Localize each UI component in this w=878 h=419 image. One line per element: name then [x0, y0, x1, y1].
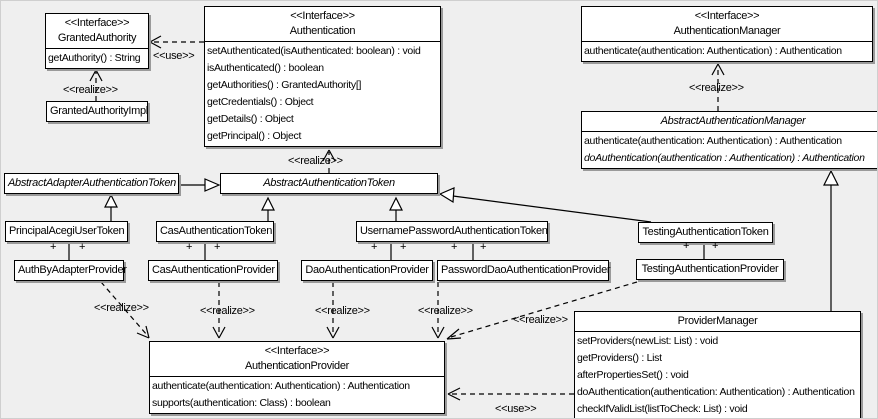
class-name: ProviderManager [677, 315, 758, 327]
association-plus: + [79, 241, 86, 253]
class-name: UsernamePasswordAuthenticationToken [360, 225, 548, 237]
class-name: Authentication [289, 25, 356, 37]
realize-label: <<realize>> [513, 314, 568, 326]
realize-label: <<realize>> [200, 305, 255, 317]
class-name: PasswordDaoAuthenticationProvider [441, 264, 611, 276]
association-plus: + [214, 241, 221, 253]
realize-label: <<realize>> [94, 302, 149, 314]
class-authentication[interactable]: <<Interface>> Authentication setAuthenti… [204, 6, 441, 147]
realize-edge-grantedauthorityimpl [89, 69, 103, 101]
use-label: <<use>> [153, 50, 195, 62]
method-entry: isAuthenticated() : boolean [207, 62, 324, 74]
class-username-password-authentication-token[interactable]: UsernamePasswordAuthenticationToken [356, 221, 548, 242]
realize-label: <<realize>> [689, 82, 744, 94]
class-name: TestingAuthenticationProvider [641, 263, 779, 275]
class-name: GrantedAuthority [57, 32, 137, 44]
class-cas-authentication-provider[interactable]: CasAuthenticationProvider [148, 260, 278, 281]
class-name: AbstractAdapterAuthenticationToken [8, 177, 176, 189]
stereotype-label: <<Interface>> [64, 17, 130, 29]
method-entry: getCredentials() : Object [207, 96, 314, 108]
class-name: DaoAuthenticationProvider [305, 264, 429, 276]
class-testing-authentication-provider[interactable]: TestingAuthenticationProvider [636, 259, 784, 280]
method-entry: getAuthority() : String [48, 52, 141, 64]
method-entry: doAuthentication(authentication : Authen… [584, 152, 865, 164]
method-entry: doAuthentication(authentication: Authent… [577, 386, 855, 398]
class-name: TestingAuthenticationToken [642, 226, 769, 238]
association-plus: + [186, 241, 193, 253]
stereotype-label: <<Interface>> [264, 345, 330, 357]
method-entry: authenticate(authentication: Authenticat… [584, 45, 842, 57]
class-name: AuthByAdapterProvider [18, 264, 127, 276]
generalization-edge-providermanager [823, 169, 839, 311]
generalization-edge-principalacegiusertoken [104, 193, 118, 221]
class-authentication-manager[interactable]: <<Interface>> AuthenticationManager auth… [581, 6, 873, 62]
method-entry: getPrincipal() : Object [207, 130, 302, 142]
association-plus: + [50, 241, 57, 253]
generalization-edge-testingtoken [438, 187, 652, 223]
use-edge-providermanager-authenticationprovider [447, 387, 574, 401]
class-auth-by-adapter-provider[interactable]: AuthByAdapterProvider [14, 260, 127, 281]
method-entry: afterPropertiesSet() : void [577, 369, 689, 381]
association-plus: + [480, 241, 487, 253]
association-plus: + [451, 241, 458, 253]
association-plus: + [712, 240, 719, 252]
class-name: AbstractAuthenticationManager [660, 115, 806, 127]
class-provider-manager[interactable]: ProviderManager setProviders(newList: Li… [574, 311, 861, 418]
association-plus: + [683, 240, 690, 252]
class-dao-authentication-provider[interactable]: DaoAuthenticationProvider [301, 260, 433, 281]
method-entry: getProviders() : List [577, 352, 662, 364]
class-name: CasAuthenticationToken [160, 225, 273, 237]
class-abstract-authentication-manager[interactable]: AbstractAuthenticationManager authentica… [581, 111, 877, 169]
class-abstract-authentication-token[interactable]: AbstractAuthenticationToken [220, 173, 438, 194]
realize-edge-abstractauthenticationtoken [322, 149, 336, 173]
generalization-edge-adapter-token [179, 178, 221, 192]
method-entry: authenticate(authentication: Authenticat… [584, 135, 842, 147]
realize-edge-passworddaoauthenticationprovider [431, 282, 445, 339]
use-label: <<use>> [495, 403, 537, 415]
method-entry: supports(authentication: Class) : boolea… [152, 397, 331, 409]
class-password-dao-authentication-provider[interactable]: PasswordDaoAuthenticationProvider [437, 260, 611, 281]
realize-edge-abstractauthenticationmanager [711, 63, 725, 111]
method-entry: getDetails() : Object [207, 113, 294, 125]
realize-edge-testingauthenticationprovider [446, 281, 638, 340]
class-cas-authentication-token[interactable]: CasAuthenticationToken [156, 221, 274, 242]
class-principal-acegi-user-token[interactable]: PrincipalAcegiUserToken [5, 221, 128, 242]
class-granted-authority-impl[interactable]: GrantedAuthorityImpl [46, 101, 148, 122]
realize-label: <<realize>> [418, 305, 473, 317]
class-name: GrantedAuthorityImpl [50, 105, 148, 117]
use-edge-authentication-grantedauthority [149, 35, 204, 49]
association-edges [68, 242, 705, 260]
class-name: AuthenticationManager [673, 25, 781, 37]
realize-edge-casauthenticationprovider [212, 282, 226, 339]
realize-edge-authbyadapterprovider [100, 281, 150, 339]
method-entry: checkIfValidList(listToCheck: List) : vo… [577, 403, 748, 415]
class-name: AbstractAuthenticationToken [263, 177, 395, 189]
class-abstract-adapter-authentication-token[interactable]: AbstractAdapterAuthenticationToken [4, 173, 179, 194]
realize-edge-daoauthenticationprovider [326, 282, 340, 339]
class-name: PrincipalAcegiUserToken [9, 225, 125, 237]
realize-label: <<realize>> [315, 305, 370, 317]
generalization-edge-casauthenticationtoken [261, 196, 275, 221]
class-authentication-provider[interactable]: <<Interface>> AuthenticationProvider aut… [149, 341, 445, 414]
class-granted-authority[interactable]: <<Interface>> GrantedAuthority getAuthor… [45, 13, 149, 69]
generalization-edge-usernamepasswordtoken [389, 196, 403, 221]
class-testing-authentication-token[interactable]: TestingAuthenticationToken [638, 222, 773, 243]
method-entry: authenticate(authentication: Authenticat… [152, 380, 410, 392]
stereotype-label: <<Interface>> [694, 10, 760, 22]
method-entry: setAuthenticated(isAuthenticated: boolea… [207, 45, 421, 57]
class-name: AuthenticationProvider [244, 360, 350, 372]
class-name: CasAuthenticationProvider [152, 264, 275, 276]
method-entry: getAuthorities() : GrantedAuthority[] [207, 79, 362, 91]
association-plus: + [371, 241, 378, 253]
association-plus: + [400, 241, 407, 253]
stereotype-label: <<Interface>> [290, 10, 355, 22]
method-entry: setProviders(newList: List) : void [577, 335, 718, 347]
realize-label: <<realize>> [63, 84, 118, 96]
realize-label: <<realize>> [288, 155, 343, 167]
